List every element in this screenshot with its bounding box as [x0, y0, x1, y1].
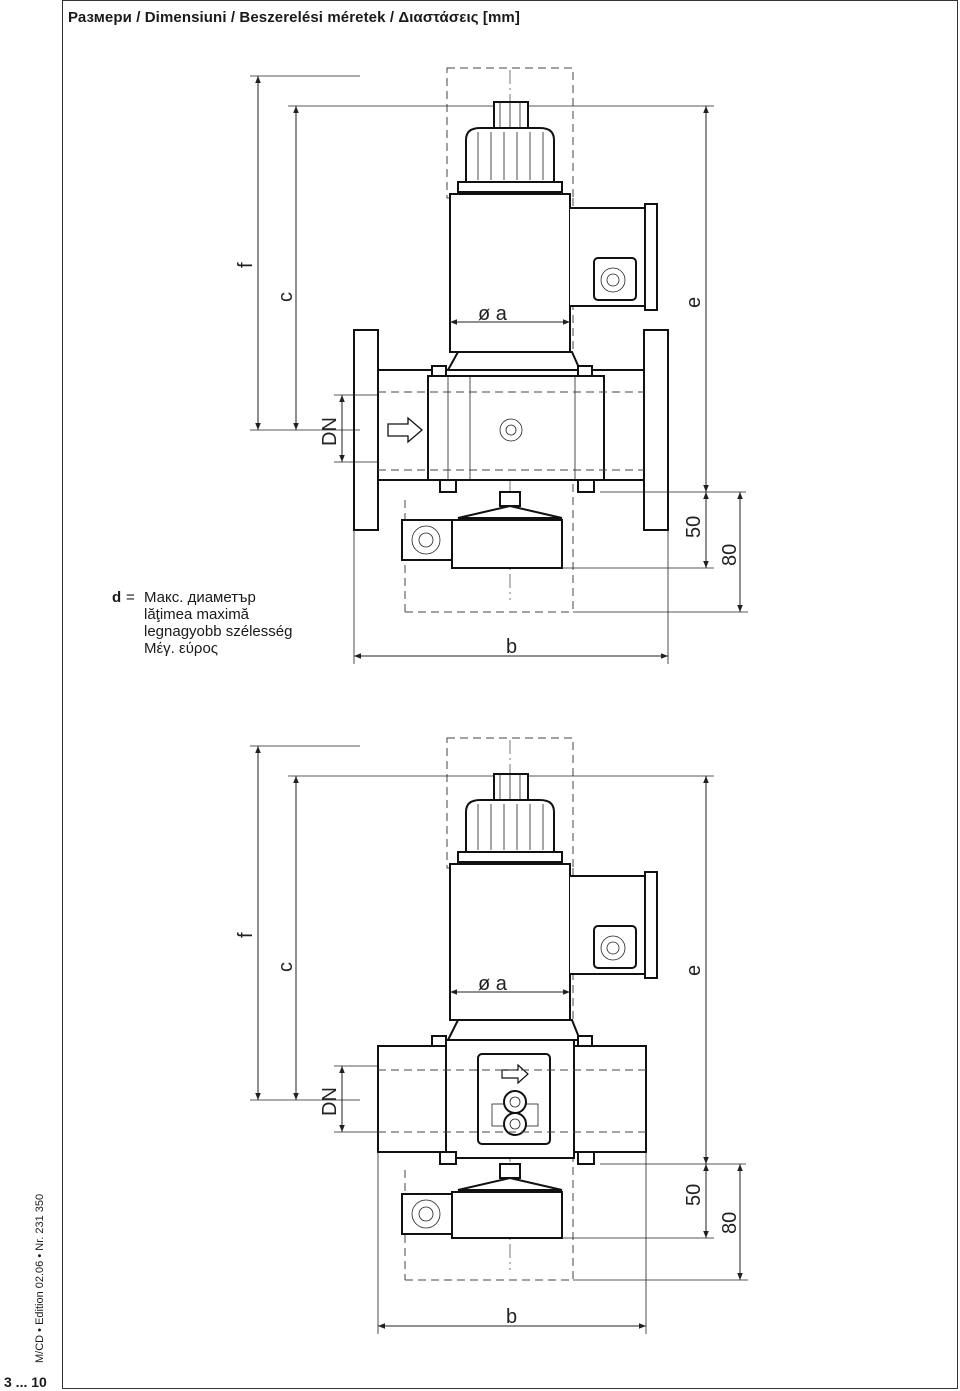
legend-line-hu: legnagyobb szélesség [144, 623, 293, 640]
dim-label-dn: DN [319, 1087, 341, 1116]
dim-label-b: b [506, 1306, 517, 1328]
dim-label-dn: DN [319, 417, 341, 446]
dim-label-f: f [235, 932, 257, 938]
page-title: Размери / Dimensiuni / Beszerelési méret… [68, 9, 520, 26]
dim-label-50: 50 [683, 516, 705, 538]
dim-label-e: e [683, 297, 705, 308]
dim-label-b: b [506, 636, 517, 658]
edition-note: M/CD • Edition 02.06 • Nr. 231 350 [34, 1193, 46, 1363]
valve-drawing-flanged: f c DN ø a e 50 80 b [235, 67, 748, 664]
legend: d = Макс. диаметър lăţimea maximă legnag… [112, 589, 292, 657]
valve-drawing-threaded: f c DN ø a e 50 80 b [235, 737, 748, 1334]
dim-label-80: 80 [719, 1212, 741, 1234]
dim-label-f: f [235, 262, 257, 268]
legend-equals: = [126, 589, 135, 606]
page-number: 3 ... 10 [4, 1374, 47, 1390]
dim-label-a: ø a [478, 973, 508, 995]
dim-label-a: ø a [478, 303, 508, 325]
dim-label-e: e [683, 965, 705, 976]
legend-line-ro: lăţimea maximă [144, 606, 250, 623]
dim-label-c: c [275, 962, 297, 972]
legend-key: d [112, 589, 122, 606]
page-frame [62, 0, 958, 1389]
dim-label-80: 80 [719, 544, 741, 566]
dim-label-c: c [275, 292, 297, 302]
legend-line-bg: Макс. диаметър [144, 589, 256, 606]
legend-line-gr: Μέγ. εύρος [144, 640, 219, 657]
dim-label-50: 50 [683, 1184, 705, 1206]
